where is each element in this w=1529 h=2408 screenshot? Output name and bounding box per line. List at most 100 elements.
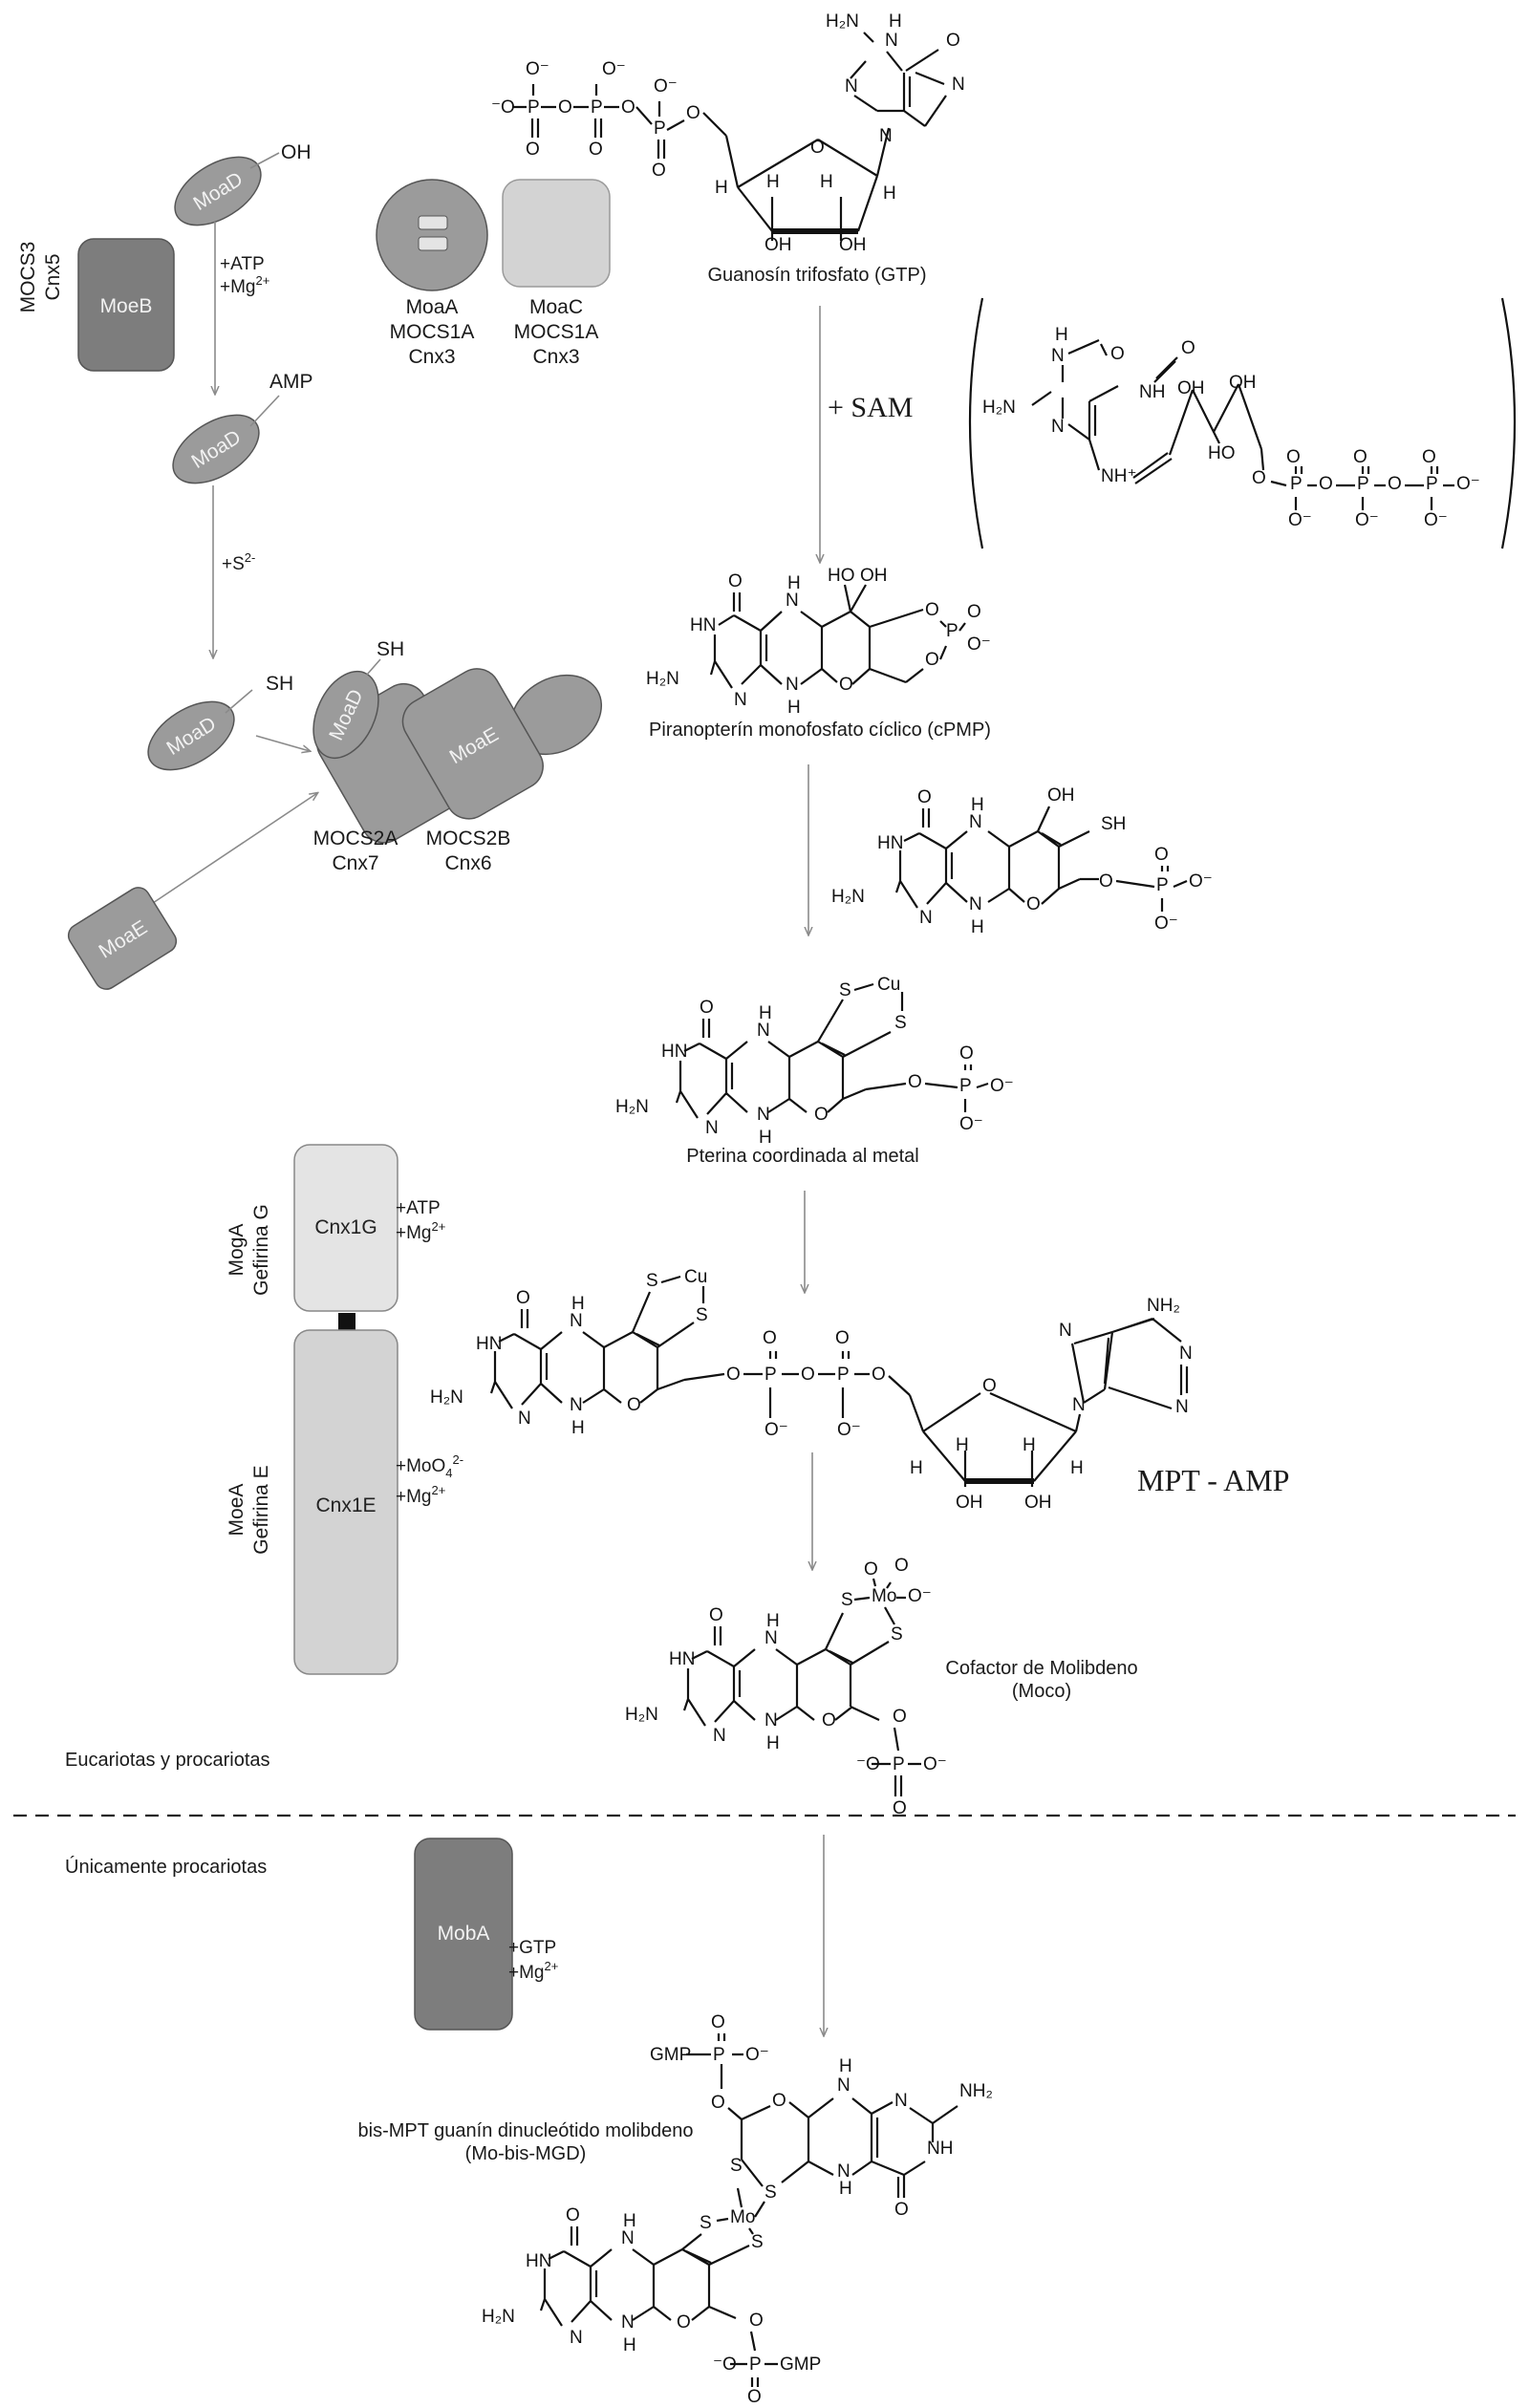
atom: O⁻ [602,59,626,79]
atom: N [570,1311,583,1331]
atom: H [787,698,801,718]
atom: N [1051,417,1065,437]
atom: O⁻ [764,1420,788,1440]
atom: O [1388,474,1402,494]
atom: P [713,2045,725,2065]
atom: Mo [730,2207,755,2227]
atom: O [621,97,635,118]
atom: O [925,600,939,620]
atom: H [971,917,984,937]
atom: P [1357,474,1369,494]
atom: H [766,1611,780,1631]
atom: N [885,31,898,51]
atom: H [766,1733,780,1753]
moaa-cluster-1 [418,215,448,230]
atom: P [893,1754,905,1774]
atom: O⁻ [745,2045,769,2065]
atom: N [713,1726,726,1746]
atom: O [627,1395,641,1415]
atom: O [967,602,981,622]
atom: O [872,1365,886,1385]
atom: O [801,1365,815,1385]
atom: H [910,1458,923,1478]
atom: H₂N [615,1097,649,1117]
atom: ⁻O [713,2354,737,2375]
atom: O⁻ [1355,510,1379,530]
cnx5-label: Cnx5 [42,253,64,300]
atom: OH [1177,378,1205,398]
atom: O [728,571,743,591]
atom: P [1290,474,1303,494]
atom: S [700,2213,712,2233]
moco-label-2: (Moco) [1012,1681,1071,1702]
atom: NH₂ [959,2081,993,2101]
atom: P [764,1365,777,1385]
moga-label: MogA [226,1224,248,1277]
atom: O [711,2012,725,2032]
atom: N [757,1021,770,1041]
atom: O [959,1043,974,1064]
moac-mocs1a-label: MOCS1A [514,321,599,343]
atom: O⁻ [1189,871,1213,892]
mg-label-3: +Mg2+ [396,1483,445,1507]
atom: H [971,795,984,815]
prokaryotes-only-label: Únicamente procariotas [65,1856,267,1878]
atom: O [526,140,540,160]
atom: OH [764,235,792,255]
cnx6-label: Cnx6 [444,852,491,874]
atom: P [528,97,540,118]
atom: O⁻ [654,76,678,97]
atom: S [696,1305,708,1325]
cnx1g-label: Cnx1G [314,1216,377,1238]
atom: O [763,1328,777,1348]
atom: H [1023,1435,1036,1455]
cnx1e-protein [293,1329,398,1675]
atom: O [566,2205,580,2225]
atom: N [621,2228,635,2248]
mg-label-2: +Mg2+ [396,1219,445,1243]
atom: H₂N [430,1387,463,1408]
moaa-protein [376,179,488,291]
arrow-moad-to-complex [255,735,310,751]
cnx1e-label: Cnx1E [315,1494,376,1516]
cpmp-label: Piranopterín monofosfato cíclico (cPMP) [649,720,991,741]
atom: O⁻ [1456,474,1480,494]
mpt-amp-structure: O HN H₂N N N H N H O S Cu S O P O O⁻ O P… [430,1267,1193,1513]
eukaryotes-prokaryotes-label: Eucariotas y procariotas [65,1750,270,1771]
atom: O [810,138,825,158]
mgd-mo-center: S Mo S [700,2207,764,2252]
amp-bond-line [249,395,280,427]
oh-bond-line [249,152,280,169]
atom: O⁻ [959,1114,983,1134]
mgd-upper-pterin: GMP P O O⁻ O O N H N H N NH₂ NH O S S [650,2012,993,2220]
atom: O⁻ [1424,510,1448,530]
gtp-label-2: +GTP [508,1938,556,1958]
atom: O⁻ [923,1754,947,1774]
atom: N [764,1710,778,1731]
moaa-moac-panel: MoaA MOCS1A Cnx3 MoaC MOCS1A Cnx3 [376,179,611,368]
mpt-amp-label: MPT - AMP [1137,1463,1289,1497]
amp-label: AMP [269,371,313,393]
moco-structure: O HN H₂N N N H N H O S Mo O O O⁻ S O P ⁻… [625,1556,947,1818]
moeb-protein [77,238,175,372]
atom: S [841,1590,853,1610]
atom: N [1051,346,1065,366]
sh-bond-line-1 [225,689,253,714]
moad-protein-2: MoaD [172,414,260,484]
atom: H [623,2211,636,2231]
atom: N [1179,1344,1193,1364]
moea-label: MoeA [226,1484,248,1537]
moaa-mocs1a-label: MOCS1A [390,321,475,343]
atom: O [1286,447,1301,467]
atom: H [571,1294,585,1314]
mocs2a-label: MOCS2A [313,828,398,849]
atom: O [894,2200,909,2220]
atom: N [845,76,858,97]
linker-block [338,1313,355,1330]
moaa-label: MoaA [406,296,459,318]
atom: N [969,894,982,914]
mocs3-label: MOCS3 [17,242,39,313]
atom: O [908,1072,922,1092]
atom: O [864,1559,878,1580]
atom: GMP [780,2354,821,2375]
